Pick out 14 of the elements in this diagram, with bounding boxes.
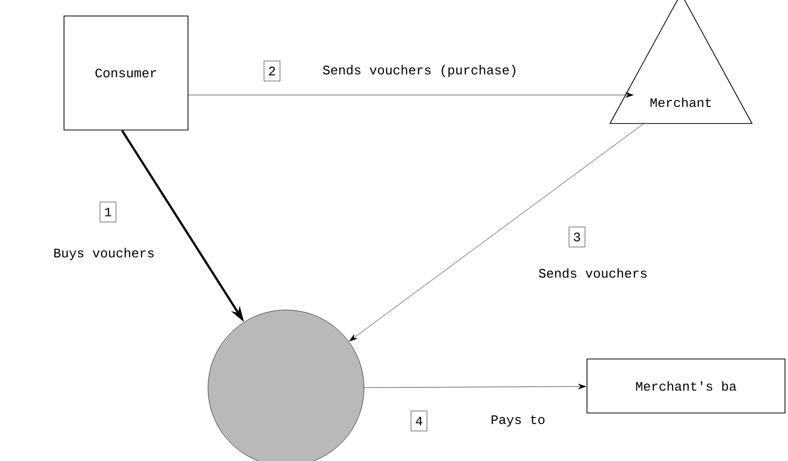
callout-number: 4: [410, 410, 428, 432]
circle-node: [208, 310, 364, 461]
callout-number: 1: [100, 202, 116, 222]
arrow: [364, 384, 586, 390]
process-box: Consumer: [64, 16, 188, 130]
callout-number: 3: [568, 226, 586, 248]
callout-number: 2: [264, 60, 280, 82]
edge-label: Buys vouchers: [54, 248, 154, 260]
edge-label: Pays to: [492, 415, 544, 427]
edge-label: Sends vouchers: [538, 268, 647, 278]
arrow: [188, 92, 634, 98]
arrow: [349, 124, 644, 342]
edge-label: Sends vouchers (purchase): [323, 64, 516, 78]
process-box: Merchant's ba: [586, 358, 786, 414]
